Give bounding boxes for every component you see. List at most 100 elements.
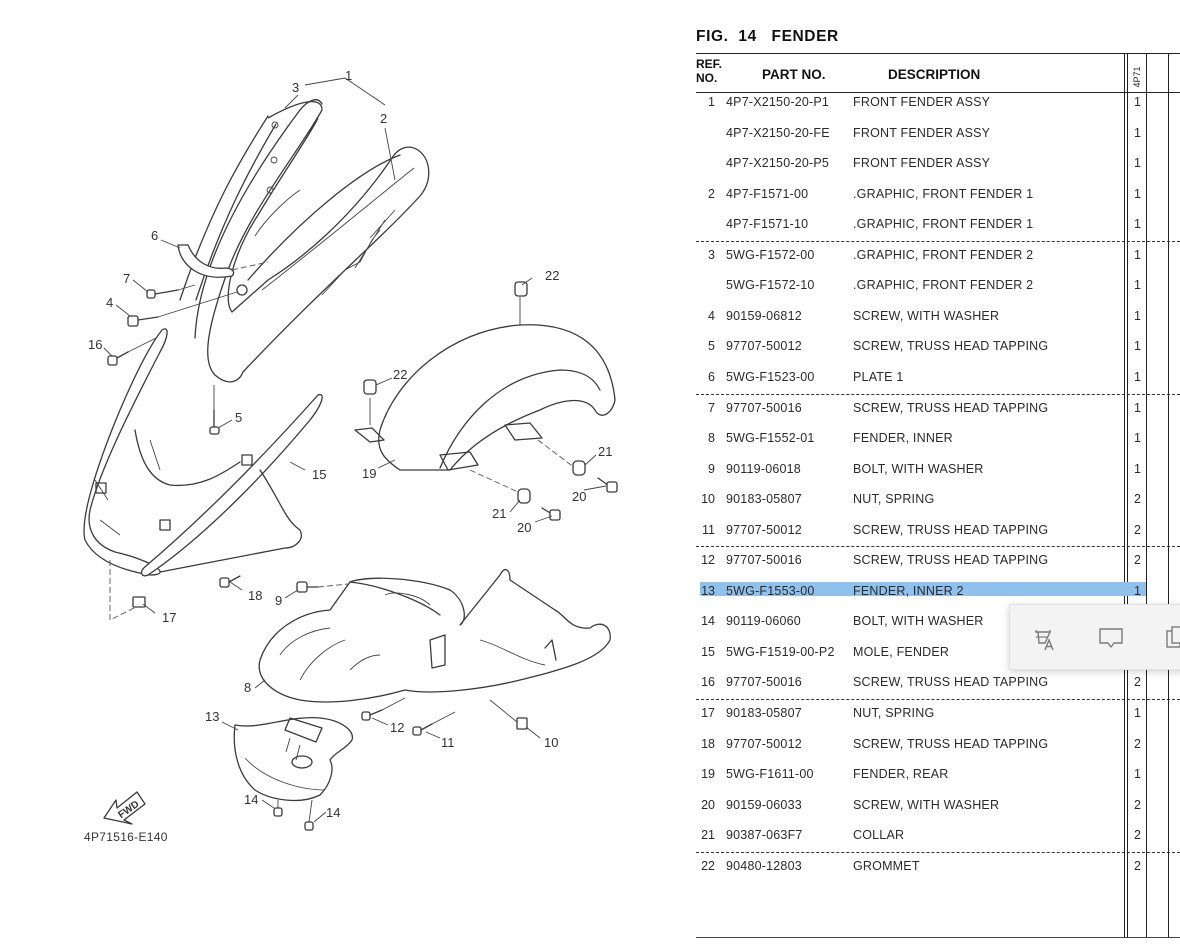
part-no-cell: 97707-50012 xyxy=(726,522,802,537)
callout-20a: 20 xyxy=(572,489,586,504)
part-no-cell: 97707-50012 xyxy=(726,339,802,354)
bolt-14-a[interactable] xyxy=(273,800,283,817)
collar-21-a[interactable] xyxy=(537,439,586,476)
grommet-22-a[interactable] xyxy=(514,281,528,297)
copy-button[interactable] xyxy=(1160,621,1180,655)
spring-nut-10[interactable] xyxy=(489,699,528,730)
part-no-cell: 90159-06812 xyxy=(726,308,802,323)
forward-arrow-icon: FWD xyxy=(103,791,146,825)
translate-button[interactable] xyxy=(1028,621,1062,655)
screw-4[interactable] xyxy=(127,291,238,327)
description-cell: FENDER, INNER xyxy=(853,431,953,446)
part-no-cell: 5WG-F1552-01 xyxy=(726,431,815,446)
header-ref-line1: REF. xyxy=(696,57,723,71)
screw-11[interactable] xyxy=(412,711,456,736)
ref-cell: 5 xyxy=(708,339,715,354)
callout-13: 13 xyxy=(205,709,219,724)
ref-cell: 4 xyxy=(708,308,715,323)
callout-20b: 20 xyxy=(517,520,531,535)
part-no-cell: 4P7-F1571-00 xyxy=(726,186,809,201)
bolt-9[interactable] xyxy=(296,581,349,593)
part-no-cell: 4P7-X2150-20-FE xyxy=(726,125,830,140)
quantity-cell: 1 xyxy=(1134,461,1141,476)
screw-12[interactable] xyxy=(361,697,406,721)
header-bottom-border xyxy=(696,92,1180,93)
part-no-cell: 5WG-F1572-10 xyxy=(726,278,815,293)
description-cell: NUT, SPRING xyxy=(853,706,935,720)
front-fender-part[interactable] xyxy=(179,99,430,383)
rear-fender-part[interactable] xyxy=(354,297,616,471)
collar-21-b[interactable] xyxy=(469,469,531,504)
fender-mole-part[interactable] xyxy=(83,328,323,577)
callout-15: 15 xyxy=(312,467,326,482)
description-cell: FENDER, INNER 2 xyxy=(853,583,964,598)
description-cell: .GRAPHIC, FRONT FENDER 1 xyxy=(853,217,1034,232)
screw-7[interactable] xyxy=(146,284,196,299)
part-no-cell: 97707-50012 xyxy=(726,736,802,751)
callout-5: 5 xyxy=(235,410,242,425)
screw-5[interactable] xyxy=(209,385,220,435)
screw-18[interactable] xyxy=(219,575,241,588)
quantity-cell: 1 xyxy=(1134,217,1141,232)
part-no-cell: 4P7-X2150-20-P5 xyxy=(726,156,830,171)
screw-20-b[interactable] xyxy=(541,507,561,521)
grommet-22-b[interactable] xyxy=(363,379,377,395)
callout-14b: 14 xyxy=(326,805,340,820)
ref-cell: 21 xyxy=(701,828,715,843)
quantity-cell: 2 xyxy=(1134,858,1141,873)
ref-cell: 22 xyxy=(701,858,715,873)
description-cell: COLLAR xyxy=(853,828,905,843)
comment-button[interactable] xyxy=(1094,621,1128,655)
description-cell: SCREW, TRUSS HEAD TAPPING xyxy=(853,736,1049,751)
screw-20-a[interactable] xyxy=(597,477,618,493)
part-no-cell: 90183-05807 xyxy=(726,492,802,507)
inner-fender-part[interactable] xyxy=(258,568,611,703)
bolt-14-b[interactable] xyxy=(304,799,314,831)
callout-4: 4 xyxy=(106,295,113,310)
callout-22a: 22 xyxy=(545,268,559,283)
ref-cell: 17 xyxy=(701,706,715,720)
part-no-cell: 90183-05807 xyxy=(726,706,802,720)
header-ref-line2: NO. xyxy=(696,71,718,85)
callout-21b: 21 xyxy=(492,506,506,521)
spring-nut-17[interactable] xyxy=(132,596,146,608)
ref-cell: 15 xyxy=(701,644,715,659)
description-cell: .GRAPHIC, FRONT FENDER 2 xyxy=(853,247,1034,262)
part-no-cell: 5WG-F1611-00 xyxy=(726,767,814,782)
callout-6: 6 xyxy=(151,228,158,243)
inner-fender-2-part[interactable] xyxy=(233,716,353,802)
header-part-no: PART NO. xyxy=(762,67,826,82)
plate-part[interactable] xyxy=(177,244,235,278)
quantity-cell: 1 xyxy=(1134,278,1141,293)
exploded-parts-diagram: 1 2 3 4 5 6 7 8 9 10 11 12 13 14 14 15 1… xyxy=(83,68,618,844)
column-divider xyxy=(1168,53,1169,937)
group-divider xyxy=(696,393,1180,395)
part-no-cell: 90159-06033 xyxy=(726,797,802,812)
